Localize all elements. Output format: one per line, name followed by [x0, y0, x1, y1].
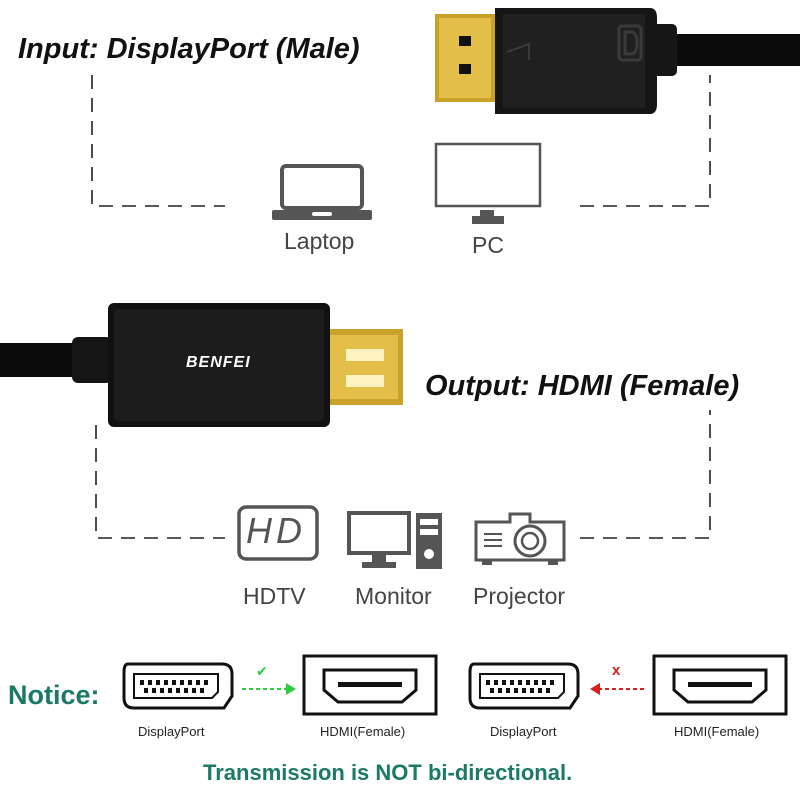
- monitor-tower-icon: [347, 511, 442, 569]
- check-icon: ✔: [256, 664, 268, 680]
- displayport-port-icon: [122, 662, 234, 710]
- bad-to-label: HDMI(Female): [674, 724, 760, 739]
- projector-icon: [474, 512, 566, 565]
- ok-to-label: HDMI(Female): [320, 724, 406, 739]
- projector-label: Projector: [473, 583, 566, 609]
- hdtv-label: HDTV: [243, 583, 306, 609]
- notice-title: Notice:: [8, 680, 100, 710]
- direction-warning: Transmission is NOT bi-directional.: [203, 760, 573, 785]
- pc-label: PC: [472, 232, 504, 258]
- hdmi-port-icon-2: [652, 654, 788, 716]
- cross-icon: x: [612, 662, 621, 679]
- laptop-icon: [272, 164, 372, 220]
- displayport-connector-image: [435, 8, 800, 114]
- laptop-label: Laptop: [284, 228, 355, 254]
- output-heading: Output: HDMI (Female): [425, 370, 740, 402]
- hd-badge: HD: [246, 510, 306, 551]
- bad-from-label: DisplayPort: [490, 724, 557, 739]
- monitor-label: Monitor: [355, 583, 432, 609]
- displayport-port-icon-2: [468, 662, 580, 710]
- input-heading: Input: DisplayPort (Male): [18, 33, 360, 65]
- hdtv-icon: [237, 505, 319, 561]
- bad-arrow-icon: [590, 683, 644, 695]
- hdmi-port-icon: [302, 654, 438, 716]
- ok-arrow-icon: [242, 683, 296, 695]
- hdmi-adapter-image: [0, 303, 403, 427]
- brand-logo: BENFEI: [186, 354, 251, 371]
- pc-monitor-icon: [434, 142, 542, 224]
- ok-from-label: DisplayPort: [138, 724, 205, 739]
